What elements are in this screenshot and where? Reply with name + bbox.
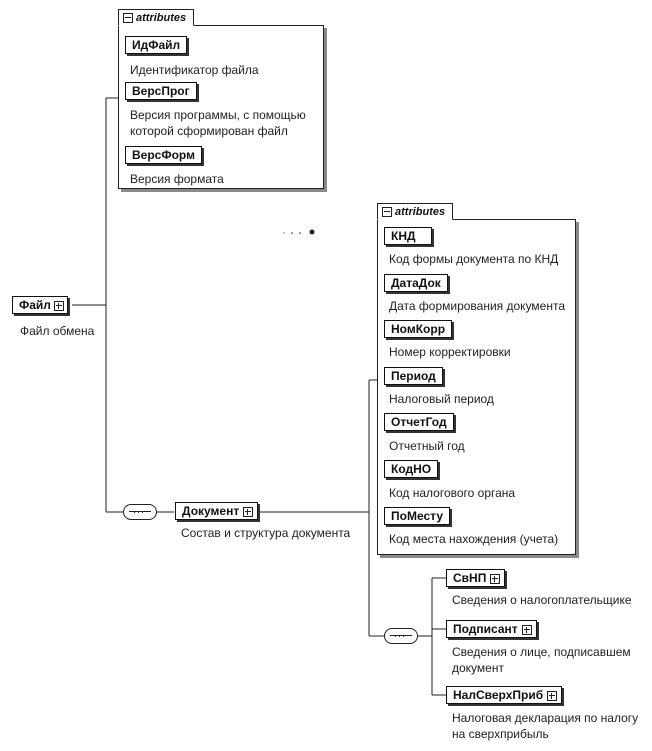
attribute-datadok[interactable]: ДатаДок xyxy=(384,274,448,292)
document-description: Состав и структура документа xyxy=(181,526,351,540)
attribute-otchetgod-description: Отчетный год xyxy=(389,439,465,453)
attribute-kodno[interactable]: КодНО xyxy=(384,460,439,478)
element-podpisant[interactable]: Подписант xyxy=(446,620,537,638)
attribute-idfile-description: Идентификатор файла xyxy=(130,63,259,77)
attribute-versform-description: Версия формата xyxy=(130,172,224,186)
expand-icon[interactable] xyxy=(53,301,64,311)
attribute-versprog-description: Версия программы, с помощью которой сфор… xyxy=(130,108,306,138)
collapse-icon[interactable] xyxy=(123,12,133,23)
attribute-datadok-description: Дата формирования документа xyxy=(389,299,566,313)
document-attributes-box xyxy=(377,219,576,555)
element-svnp[interactable]: СвНП xyxy=(446,569,506,587)
root-element-file[interactable]: Файл xyxy=(12,296,68,314)
attributes-label: attributes xyxy=(395,205,446,218)
attribute-otchetgod[interactable]: ОтчетГод xyxy=(384,413,454,431)
attribute-pomestu-description: Код места нахождения (учета) xyxy=(389,532,559,546)
expand-icon[interactable] xyxy=(243,507,254,517)
element-nalsverhprib[interactable]: НалСверхПриб xyxy=(446,686,563,704)
attribute-versprog[interactable]: ВерсПрог xyxy=(125,82,197,100)
sequence-icon[interactable]: ··· xyxy=(384,628,418,644)
attribute-nomkorr[interactable]: НомКорр xyxy=(384,320,453,338)
element-document[interactable]: Документ xyxy=(175,502,259,520)
attribute-kodno-description: Код налогового органа xyxy=(389,486,516,500)
attribute-knd[interactable]: КНД xyxy=(384,227,432,245)
element-nalsverhprib-description: Налоговая декларация по налогу на сверхп… xyxy=(452,711,639,741)
attributes-label: attributes xyxy=(136,11,187,24)
stray-mark xyxy=(309,229,315,235)
root-description: Файл обмена xyxy=(20,324,95,338)
attribute-period-description: Налоговый период xyxy=(389,392,494,406)
expand-icon[interactable] xyxy=(490,574,501,584)
collapse-icon[interactable] xyxy=(382,206,392,217)
element-podpisant-description: Сведения о лице, подписавшем документ xyxy=(452,645,631,675)
expand-icon[interactable] xyxy=(547,691,558,701)
element-svnp-description: Сведения о налогоплательщике xyxy=(452,593,632,607)
file-attributes-tab[interactable]: attributes xyxy=(118,9,194,26)
sequence-icon[interactable]: ··· xyxy=(123,504,157,520)
attribute-pomestu[interactable]: ПоМесту xyxy=(384,507,450,525)
attribute-nomkorr-description: Номер корректировки xyxy=(389,345,511,359)
attribute-versform[interactable]: ВерсФорм xyxy=(125,146,202,164)
attribute-idfile[interactable]: ИдФайл xyxy=(125,36,188,54)
expand-icon[interactable] xyxy=(521,625,532,635)
attribute-knd-description: Код формы документа по КНД xyxy=(389,252,559,266)
attribute-period[interactable]: Период xyxy=(384,367,443,385)
document-attributes-tab[interactable]: attributes xyxy=(377,203,453,220)
